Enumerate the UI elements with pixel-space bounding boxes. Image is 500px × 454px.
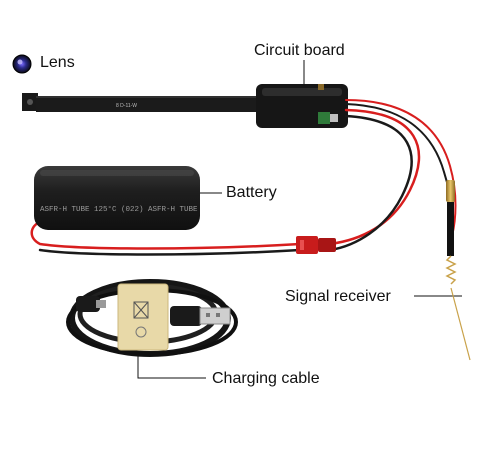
label-signal-receiver: Signal receiver: [285, 288, 391, 305]
red-connector: [296, 236, 336, 254]
battery-print: ASFR-H TUBE 125°C (022) ASFR-H TUBE: [40, 205, 198, 214]
label-charging-cable: Charging cable: [212, 370, 320, 387]
ribbon-cable: 8 D-11-W: [36, 96, 258, 112]
label-battery: Battery: [226, 184, 277, 201]
lens-module: [12, 54, 38, 111]
label-lens: Lens: [40, 54, 75, 71]
lens-icon: [12, 54, 32, 74]
wires: [30, 99, 457, 256]
signal-receiver: [445, 180, 471, 361]
leader-charging: [137, 352, 206, 379]
battery: ASFR-H TUBE 125°C (022) ASFR-H TUBE: [34, 166, 200, 230]
circuit-board: [256, 84, 348, 128]
cable-tie-tag: [117, 283, 169, 351]
ribbon-print: 8 D-11-W: [116, 103, 137, 109]
label-circuit-board: Circuit board: [254, 42, 345, 59]
